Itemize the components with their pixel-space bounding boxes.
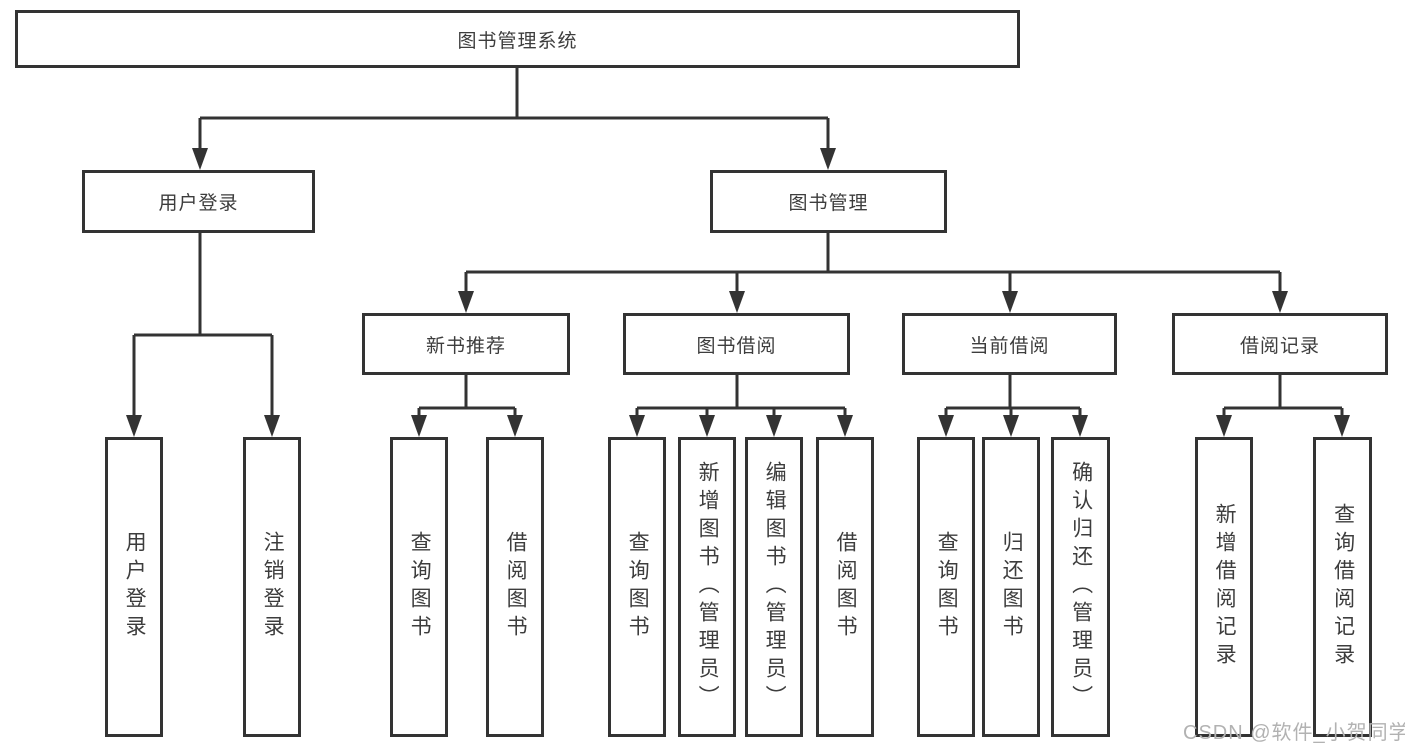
leaf-label: 查询图书: [626, 531, 650, 643]
csdn-watermark: CSDN @软件_小贺同学: [1183, 722, 1405, 744]
leaf-add-book-admin: 新增图书（管理员）: [678, 437, 736, 737]
arrowhead-icon: [192, 148, 208, 170]
leaf-label: 归还图书: [1000, 531, 1024, 643]
leaf-add-borrow-record: 新增借阅记录: [1195, 437, 1253, 737]
leaf-confirm-return-admin: 确认归还（管理员）: [1051, 437, 1110, 737]
arrowhead-icon: [126, 415, 142, 437]
leaf-label: 新增借阅记录: [1213, 503, 1237, 671]
node-book-management: 图书管理: [710, 170, 947, 233]
leaf-label: 查询图书: [408, 531, 432, 643]
arrowhead-icon: [1272, 291, 1288, 313]
leaf-label: 借阅图书: [504, 531, 528, 643]
leaf-query-books-borrowing: 查询图书: [608, 437, 666, 737]
leaf-label: 确认归还（管理员）: [1069, 461, 1093, 713]
arrowhead-icon: [1072, 415, 1088, 437]
arrowhead-icon: [458, 291, 474, 313]
leaf-label: 新增图书（管理员）: [696, 461, 720, 713]
node-new-book-recommend: 新书推荐: [362, 313, 570, 375]
leaf-label: 用户登录: [123, 531, 147, 643]
arrowhead-icon: [938, 415, 954, 437]
leaf-return-book: 归还图书: [982, 437, 1040, 737]
node-current-borrowing: 当前借阅: [902, 313, 1117, 375]
arrowhead-icon: [507, 415, 523, 437]
arrowhead-icon: [1003, 415, 1019, 437]
arrowhead-icon: [411, 415, 427, 437]
leaf-edit-book-admin: 编辑图书（管理员）: [745, 437, 803, 737]
arrowhead-icon: [766, 415, 782, 437]
arrowhead-icon: [1334, 415, 1350, 437]
leaf-logout: 注销登录: [243, 437, 301, 737]
arrowhead-icon: [729, 291, 745, 313]
leaf-borrow-books-recommend: 借阅图书: [486, 437, 544, 737]
arrowhead-icon: [1002, 291, 1018, 313]
arrowhead-icon: [820, 148, 836, 170]
leaf-query-borrow-record: 查询借阅记录: [1313, 437, 1372, 737]
arrowhead-icon: [629, 415, 645, 437]
arrowhead-icon: [1216, 415, 1232, 437]
node-book-borrowing: 图书借阅: [623, 313, 850, 375]
node-user-login: 用户登录: [82, 170, 315, 233]
arrowhead-icon: [699, 415, 715, 437]
leaf-query-books-current: 查询图书: [917, 437, 975, 737]
arrowhead-icon: [837, 415, 853, 437]
leaf-borrow-books: 借阅图书: [816, 437, 874, 737]
leaf-user-login: 用户登录: [105, 437, 163, 737]
leaf-query-books-recommend: 查询图书: [390, 437, 448, 737]
leaf-label: 注销登录: [261, 531, 285, 643]
leaf-label: 借阅图书: [834, 531, 858, 643]
leaf-label: 编辑图书（管理员）: [763, 461, 787, 713]
arrowhead-icon: [264, 415, 280, 437]
node-library-management-system: 图书管理系统: [15, 10, 1020, 68]
node-borrowing-records: 借阅记录: [1172, 313, 1388, 375]
leaf-label: 查询图书: [935, 531, 959, 643]
leaf-label: 查询借阅记录: [1331, 503, 1355, 671]
